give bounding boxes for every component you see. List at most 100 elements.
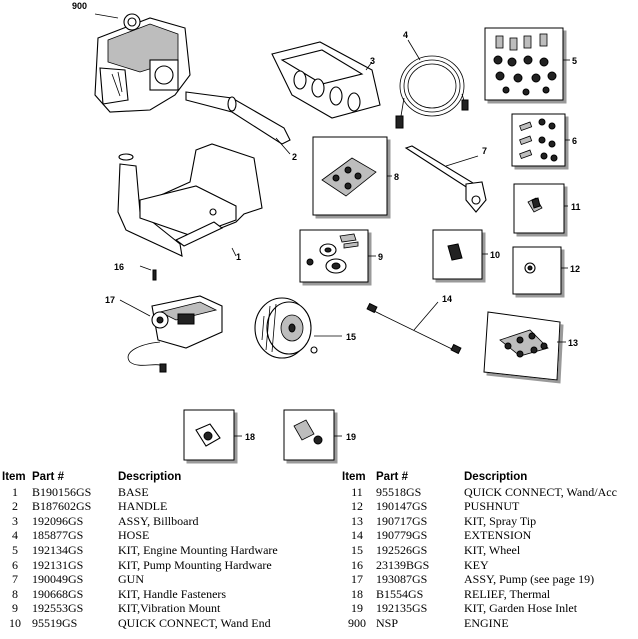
part-description: HOSE xyxy=(118,528,150,543)
callout-8: 8 xyxy=(394,172,399,182)
quick-connect-wand-end-part-10 xyxy=(432,229,488,280)
part-number: 192096GS xyxy=(32,513,84,528)
table-row: 17 193087GS ASSY, Pump (see page 19) xyxy=(342,572,638,587)
callout-17: 17 xyxy=(105,295,115,305)
extension-wand-part-14 xyxy=(366,301,462,355)
item-number: 1 xyxy=(12,484,18,499)
item-number: 17 xyxy=(351,572,363,587)
part-description: HANDLE xyxy=(118,499,168,514)
part-number: B1554GS xyxy=(376,586,424,601)
callout-5: 5 xyxy=(572,56,577,66)
item-number: 9 xyxy=(12,601,18,616)
part-number: 192135GS xyxy=(376,601,428,616)
callout-4: 4 xyxy=(403,30,408,40)
callout-19: 19 xyxy=(346,432,356,442)
part-number: 190717GS xyxy=(376,513,428,528)
item-number: 19 xyxy=(351,601,363,616)
part-number: 193087GS xyxy=(376,572,428,587)
header-item: Item xyxy=(2,471,26,483)
callout-2: 2 xyxy=(292,152,297,162)
item-number: 11 xyxy=(351,484,363,499)
part-number: NSP xyxy=(376,615,399,630)
part-description: KIT, Pump Mounting Hardware xyxy=(118,557,272,572)
callout-12: 12 xyxy=(570,264,580,274)
part-number: 95519GS xyxy=(32,615,78,630)
spray-tip-kit-part-13 xyxy=(483,311,566,381)
table-row: 8 190668GS KIT, Handle Fasteners xyxy=(2,587,332,602)
header-description: Description xyxy=(118,471,182,483)
part-number: 190147GS xyxy=(376,499,428,514)
billboard-part-3 xyxy=(271,41,381,119)
table-row: 10 95519GS QUICK CONNECT, Wand End xyxy=(2,616,332,631)
callout-7: 7 xyxy=(482,146,487,156)
callout-14: 14 xyxy=(442,294,452,304)
part-description: ASSY, Billboard xyxy=(118,513,199,528)
table-header: Item Part # Description xyxy=(342,470,638,485)
part-description: KEY xyxy=(464,557,489,572)
part-number: 192526GS xyxy=(376,542,428,557)
item-number: 6 xyxy=(12,557,18,572)
handle-part-2 xyxy=(185,91,291,155)
base-frame-part-1 xyxy=(117,143,263,257)
part-number: B190156GS xyxy=(32,484,92,499)
item-number: 900 xyxy=(348,615,366,630)
header-item: Item xyxy=(342,471,366,483)
part-number: 95518GS xyxy=(376,484,422,499)
callout-900: 900 xyxy=(72,1,87,11)
part-description: KIT, Spray Tip xyxy=(464,513,537,528)
callout-18: 18 xyxy=(245,432,255,442)
part-number: 190049GS xyxy=(32,572,84,587)
part-description: ASSY, Pump (see page 19) xyxy=(464,572,595,587)
callout-15: 15 xyxy=(346,332,356,342)
handle-fasteners-kit-part-8 xyxy=(312,136,392,216)
table-header: Item Part # Description xyxy=(2,470,332,485)
spray-gun-part-7 xyxy=(404,145,487,213)
callout-9: 9 xyxy=(378,252,383,262)
table-row: 3 192096GS ASSY, Billboard xyxy=(2,514,332,529)
hose-part-4 xyxy=(395,39,469,129)
callout-10: 10 xyxy=(490,250,500,260)
item-number: 8 xyxy=(12,586,18,601)
item-number: 5 xyxy=(12,542,18,557)
garden-hose-inlet-kit-part-19 xyxy=(283,409,342,461)
item-number: 3 xyxy=(12,513,18,528)
engine-part-900 xyxy=(94,13,191,113)
header-part-number: Part # xyxy=(376,471,408,483)
callout-3: 3 xyxy=(370,56,375,66)
part-description: KIT, Garden Hose Inlet xyxy=(464,601,578,616)
parts-list-left-column: Item Part # Description 1 B190156GS BASE 2… xyxy=(2,470,332,631)
header-part-number: Part # xyxy=(32,471,64,483)
part-description: BASE xyxy=(118,484,149,499)
part-number: 23139BGS xyxy=(376,557,430,572)
part-description: QUICK CONNECT, Wand End xyxy=(118,615,271,630)
engine-hardware-kit-part-5 xyxy=(484,27,570,101)
item-number: 10 xyxy=(9,615,21,630)
part-number: 192553GS xyxy=(32,601,84,616)
part-description: KIT, Handle Fasteners xyxy=(118,586,227,601)
item-number: 7 xyxy=(12,572,18,587)
part-number: 185877GS xyxy=(32,528,84,543)
table-row: 19 192135GS KIT, Garden Hose Inlet xyxy=(342,601,638,616)
pump-hardware-kit-part-6 xyxy=(511,113,570,167)
part-description: KIT, Wheel xyxy=(464,542,521,557)
part-number: 192134GS xyxy=(32,542,84,557)
item-number: 18 xyxy=(351,586,363,601)
item-number: 13 xyxy=(351,513,363,528)
vibration-mount-kit-part-9 xyxy=(299,229,376,283)
wheel-kit-part-15 xyxy=(254,297,342,359)
item-number: 14 xyxy=(351,528,363,543)
callout-6: 6 xyxy=(572,136,577,146)
item-number: 12 xyxy=(351,499,363,514)
pump-assembly-part-17 xyxy=(119,295,223,373)
part-number: 190668GS xyxy=(32,586,84,601)
